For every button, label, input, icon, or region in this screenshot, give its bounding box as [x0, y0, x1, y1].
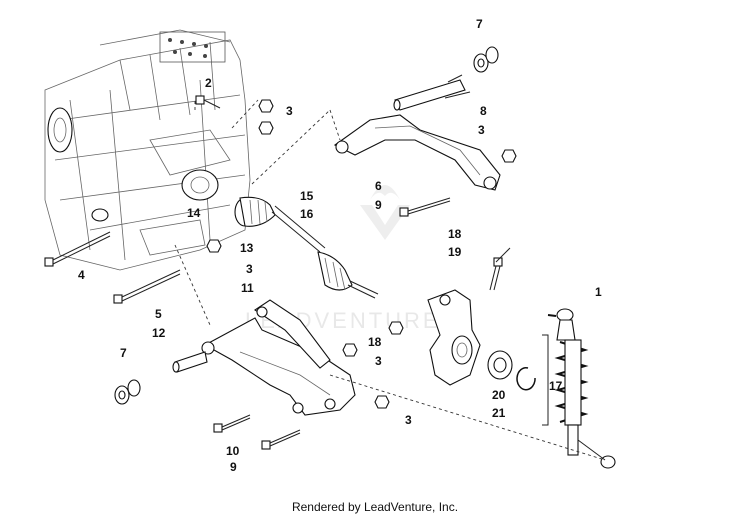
- callout-4: 4: [78, 268, 85, 282]
- callout-2: 2: [205, 76, 212, 90]
- callout-16: 16: [300, 207, 314, 221]
- callout-15: 15: [300, 189, 314, 203]
- callout-5: 5: [155, 307, 162, 321]
- callout-18a: 18: [448, 227, 462, 241]
- callout-1: 1: [595, 285, 602, 299]
- callout-7b: 7: [120, 346, 127, 360]
- lower-pivot-tube: [172, 351, 208, 373]
- wheel-bearing: [487, 350, 513, 380]
- callout-10: 10: [226, 444, 240, 458]
- callout-8: 8: [480, 104, 487, 118]
- callout-12: 12: [152, 326, 166, 340]
- callout-19: 19: [448, 245, 462, 259]
- upper-bolt: [399, 197, 451, 217]
- lower-a-arm: [201, 299, 356, 416]
- callout-3b: 3: [478, 123, 485, 137]
- callout-21: 21: [492, 406, 506, 420]
- lower-bushing: [114, 379, 141, 405]
- frame-assembly: [44, 29, 251, 271]
- snap-ring: [516, 366, 536, 391]
- callout-18b: 18: [368, 335, 382, 349]
- footer-credit: Rendered by LeadVenture, Inc.: [291, 500, 459, 514]
- callout-3e: 3: [405, 413, 412, 427]
- callout-20: 20: [492, 388, 506, 402]
- callout-9b: 9: [230, 460, 237, 474]
- callouts: 1 2 3 3 3 3 3 4 5 6 7 7 8 9 9 10 11 12 1…: [78, 17, 602, 474]
- lower-nuts: [342, 343, 390, 409]
- knuckle-nut: [388, 321, 404, 335]
- upper-bushing: [473, 46, 499, 73]
- shock-absorber: [547, 308, 616, 469]
- lower-bolt-10: [213, 414, 251, 433]
- callout-6: 6: [375, 179, 382, 193]
- upper-a-arm: [333, 114, 501, 191]
- callout-11: 11: [241, 281, 254, 295]
- upper-nut: [501, 149, 517, 163]
- callout-17: 17: [549, 379, 563, 393]
- frame-bolt-2: [195, 95, 221, 109]
- callout-3d: 3: [375, 354, 382, 368]
- upper-pivot-tube: [393, 79, 466, 111]
- callout-3a: 3: [286, 104, 293, 118]
- cv-axle: [234, 196, 379, 299]
- callout-9a: 9: [375, 198, 382, 212]
- frame-bolt-4: [44, 231, 111, 267]
- callout-3c: 3: [246, 262, 253, 276]
- callout-13: 13: [240, 241, 254, 255]
- callout-7a: 7: [476, 17, 483, 31]
- frame-nuts: [206, 99, 274, 253]
- callout-14: 14: [187, 206, 201, 220]
- lower-bolt-9: [261, 429, 301, 450]
- steering-knuckle: [427, 289, 481, 386]
- leader-lines: [174, 74, 606, 461]
- frame-bolt-5: [113, 269, 181, 304]
- knuckle-bolt: [489, 257, 503, 291]
